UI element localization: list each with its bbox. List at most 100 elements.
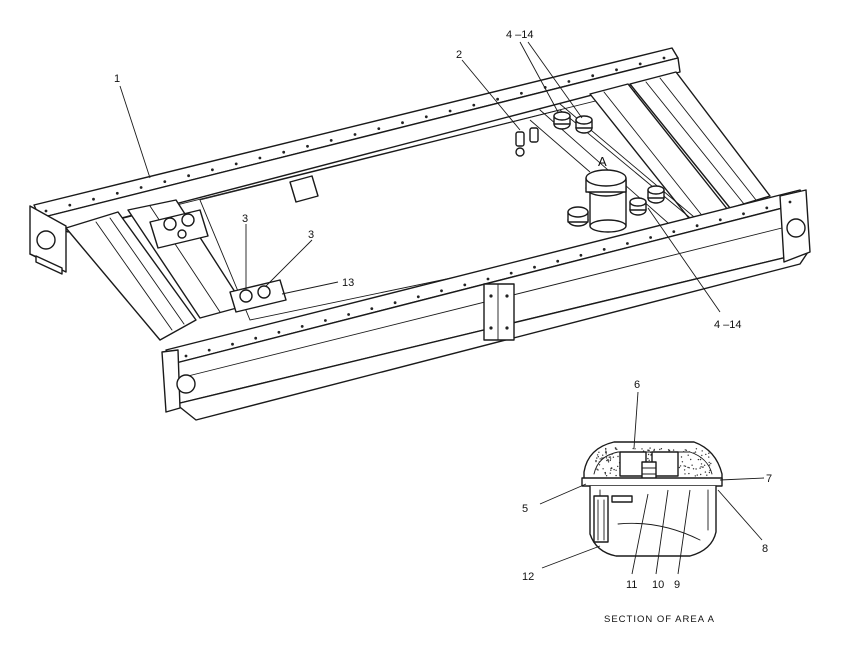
callout-1: 1 bbox=[114, 73, 120, 85]
far-side-rail bbox=[33, 47, 681, 233]
stipple-dot bbox=[700, 463, 703, 465]
bolt-hole bbox=[211, 168, 214, 172]
bolt-hole bbox=[615, 68, 618, 72]
bolt-hole bbox=[300, 325, 304, 328]
stipple-dot bbox=[703, 464, 706, 466]
stipple-dot bbox=[710, 462, 712, 465]
stipple-dot bbox=[709, 469, 711, 472]
stipple-dot bbox=[701, 454, 703, 457]
bolt-hole bbox=[254, 336, 258, 340]
stipple-dot bbox=[595, 460, 597, 463]
stipple-dot bbox=[597, 469, 599, 471]
stipple-dot bbox=[690, 458, 692, 461]
callout-12: 12 bbox=[522, 571, 534, 583]
stipple-dot bbox=[683, 451, 685, 453]
bolt-hole bbox=[416, 295, 420, 299]
stipple-dot bbox=[605, 447, 607, 450]
bolt-hole bbox=[277, 330, 281, 334]
stipple-dot bbox=[597, 456, 599, 458]
section-area-a bbox=[581, 441, 723, 557]
bolt-hole bbox=[347, 313, 350, 316]
bolt-hole bbox=[486, 277, 490, 281]
stipple-dot bbox=[612, 456, 615, 458]
leader-lines bbox=[119, 41, 721, 313]
stipple-dot bbox=[632, 447, 634, 450]
near-rail-bolt-holes bbox=[184, 200, 792, 358]
stipple-dot bbox=[649, 451, 652, 454]
stipple-dot bbox=[608, 454, 611, 456]
stipple-dot bbox=[700, 473, 702, 476]
bolt-hole bbox=[187, 174, 191, 178]
stipple-dot bbox=[609, 472, 611, 474]
stipple-dot bbox=[647, 449, 649, 452]
stipple-dot bbox=[660, 448, 663, 450]
callout-9: 9 bbox=[674, 579, 680, 591]
stipple-dot bbox=[708, 456, 710, 458]
stipple-dot bbox=[613, 468, 615, 471]
bolt-hole bbox=[440, 289, 443, 293]
stipple-dot bbox=[688, 467, 690, 469]
bolt-hole bbox=[638, 62, 642, 66]
stipple-dot bbox=[602, 468, 604, 470]
stipple-dot bbox=[599, 458, 601, 460]
stipple-dot bbox=[695, 468, 697, 470]
stipple-dot bbox=[609, 459, 611, 462]
stipple-dot bbox=[694, 451, 697, 453]
stipple-dot bbox=[699, 467, 701, 469]
stipple-dot bbox=[615, 447, 617, 449]
stipple-dot bbox=[615, 469, 617, 471]
stipple-dot bbox=[605, 455, 608, 458]
bolt-hole bbox=[231, 342, 234, 346]
stipple-dot bbox=[653, 449, 655, 452]
stipple-dot bbox=[610, 469, 612, 471]
stipple-dot bbox=[607, 460, 609, 462]
bolt-hole bbox=[258, 156, 262, 160]
stipple-dot bbox=[647, 457, 649, 460]
bolt-hole bbox=[463, 283, 467, 287]
stipple-dot bbox=[604, 473, 607, 475]
stipple-dot bbox=[697, 458, 700, 461]
callout-4-14-top: 4 –14 bbox=[506, 29, 534, 41]
stipple-dot bbox=[708, 464, 711, 466]
stipple-dot bbox=[601, 457, 603, 459]
stipple-dot bbox=[596, 457, 598, 459]
stipple-dot bbox=[609, 456, 612, 458]
stipple-dot bbox=[598, 464, 601, 466]
bolt-hole bbox=[509, 271, 513, 275]
bolt-hole bbox=[579, 253, 583, 257]
stipple-dot bbox=[604, 451, 607, 453]
bolt-hole bbox=[139, 186, 143, 189]
stipple-dot bbox=[704, 471, 707, 473]
stipple-dot bbox=[708, 452, 710, 454]
stipple-dot bbox=[600, 458, 603, 461]
stipple-dot bbox=[680, 456, 683, 458]
section-caption: SECTION OF AREA A bbox=[604, 614, 715, 625]
left-end-plate bbox=[29, 205, 67, 275]
callout-a: A bbox=[598, 154, 607, 169]
stipple-dot bbox=[694, 475, 696, 477]
bolt-hole bbox=[370, 307, 374, 310]
callout-4-14-bottom: 4 –14 bbox=[714, 319, 742, 331]
bolt-hole bbox=[207, 348, 211, 352]
stipple-dot bbox=[696, 474, 698, 476]
stipple-dot bbox=[672, 449, 675, 451]
stipple-dot bbox=[667, 449, 670, 451]
bolt-hole bbox=[649, 236, 652, 239]
stipple-dot bbox=[608, 456, 610, 458]
bolt-hole bbox=[662, 56, 666, 60]
stipple-dot bbox=[611, 453, 613, 455]
stipple-dot bbox=[701, 450, 703, 452]
caps-4-14-top bbox=[553, 111, 593, 134]
left-mount-pad bbox=[149, 209, 209, 249]
stipple-dot bbox=[604, 472, 606, 474]
stipple-dot bbox=[607, 458, 609, 461]
stipple-dot bbox=[653, 448, 655, 451]
stipple-dot bbox=[605, 457, 608, 459]
callout-3-right: 3 bbox=[308, 229, 314, 241]
bolt-hole bbox=[448, 109, 452, 113]
stipple-dot bbox=[687, 466, 689, 469]
stipple-dot bbox=[691, 464, 693, 466]
callout-3-left: 3 bbox=[242, 213, 248, 225]
stipple-dot bbox=[648, 459, 650, 461]
bolt-hole bbox=[533, 265, 536, 269]
